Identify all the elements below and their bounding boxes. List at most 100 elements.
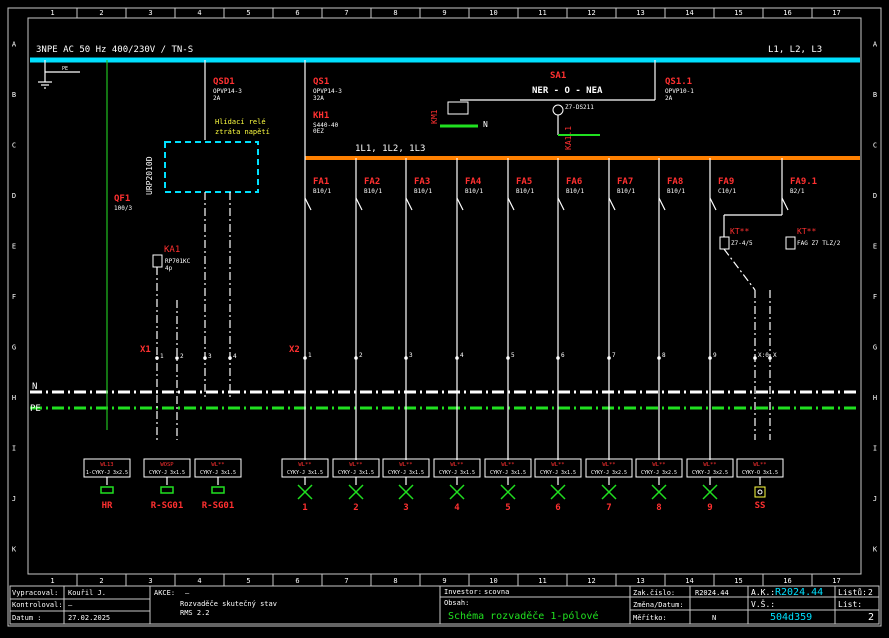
terminal-label: 3 (208, 353, 212, 360)
sa1-mode: NER - O - NEA (532, 86, 603, 96)
terminal-point (354, 356, 358, 360)
cable-tag: WL** (298, 462, 311, 468)
breakers: FA1B10/1FA2B10/1FA3B10/1FA4B10/1FA5B10/1… (304, 158, 817, 460)
cable-tag: WL** (551, 462, 564, 468)
km1-coil-icon (447, 101, 469, 115)
breaker-switch-icon (608, 197, 616, 211)
ruler-col-bottom: 16 (783, 577, 791, 585)
ka11-tag: KA1.1 (564, 126, 573, 150)
title-block (9, 585, 880, 625)
qs11-tag: QS1.1 (665, 77, 692, 87)
phases-label: L1, L2, L3 (768, 45, 822, 55)
cable-tag: WL** (703, 462, 716, 468)
urp-tag: URP2010D (145, 156, 154, 195)
tb-datum-label: Datum : (12, 614, 42, 622)
breaker-tag: FA6 (566, 177, 582, 187)
breaker-tag: FA4 (465, 177, 482, 187)
cable-type: 1-CYKY-J 3x2.5 (86, 470, 128, 476)
terminal-label: 7 (612, 352, 616, 359)
tb-vypracoval-label: Vypracoval: (12, 589, 58, 597)
ruler-col-bottom: 1 (50, 577, 54, 585)
supply-label: 3NPE AC 50 Hz 400/230V / TN-S (36, 45, 193, 55)
breaker-switch-icon (507, 197, 515, 211)
breaker-rating: B10/1 (667, 188, 685, 195)
breaker-switch-icon (456, 197, 464, 211)
load-label: R-SG01 (202, 501, 235, 511)
cable-type: CYKY-J 3x1.5 (439, 470, 475, 476)
ruler-row-right: D (873, 192, 877, 200)
qs1-tag: QS1 (313, 77, 329, 87)
ruler: 1122334455667788991010111112121313141415… (12, 8, 878, 586)
tb-list-value: 2 (868, 612, 874, 623)
breaker-rating: B10/1 (414, 188, 432, 195)
ruler-col-bottom: 9 (442, 577, 446, 585)
pe-bus-label: PE (30, 404, 41, 414)
breaker-tag: FA7 (617, 177, 633, 187)
terminal-label: 3 (409, 352, 413, 359)
x1-tag: X1 (140, 345, 151, 355)
ruler-col-bottom: 8 (393, 577, 397, 585)
lamp-icon (601, 484, 617, 500)
urp-note1: Hlídací relé (215, 118, 266, 126)
kt2-type: FAG Z7 TLZ/2 (797, 240, 841, 247)
ruler-col-top: 4 (197, 9, 201, 17)
qsd1-type: OPVP14-3 (213, 88, 242, 95)
drawing-frame (27, 17, 862, 575)
ruler-row-left: D (12, 192, 16, 200)
terminal-point (506, 356, 510, 360)
cable-type: CYKY-J 3x1.5 (540, 470, 576, 476)
load-label: R-SG01 (151, 501, 184, 511)
cable-type: CYKY-J 3x2.5 (692, 470, 728, 476)
sa1-tag: SA1 (550, 71, 566, 81)
cable-tag: WOSP (160, 462, 174, 468)
qs11-rating: 2A (665, 95, 673, 102)
terminal-label: X:0 (758, 352, 769, 359)
terminal-point (556, 356, 560, 360)
breaker-tag: FA1 (313, 177, 329, 187)
kt2-tag: KT** (797, 227, 816, 236)
qs11-type: OPVP10-1 (665, 88, 694, 95)
breaker-rating: B10/1 (364, 188, 382, 195)
breaker-tag: FA5 (516, 177, 532, 187)
qf1-tag: QF1 (114, 194, 130, 204)
terminal-point (753, 356, 757, 360)
terminal-label: 2 (359, 352, 363, 359)
terminal-point (657, 356, 661, 360)
load-label: SS (755, 501, 766, 511)
lamp-icon (348, 484, 364, 500)
outer-frame (7, 7, 882, 627)
tb-vs-value: 504d359 (770, 612, 812, 623)
ruler-col-bottom: 2 (99, 577, 103, 585)
breaker-rating: B10/1 (465, 188, 483, 195)
kh1-tag: KH1 (313, 111, 329, 121)
km1-tag: KM1 (430, 109, 439, 124)
breaker-tag: FA9 (718, 177, 734, 187)
tb-datum-value: 27.02.2025 (68, 614, 110, 622)
ka1-type: RP701KC (165, 258, 191, 265)
cable-type: CYKY-J 3x1.5 (149, 470, 185, 476)
ruler-col-top: 6 (295, 9, 299, 17)
cable-tag: WL** (399, 462, 412, 468)
ruler-col-top: 13 (636, 9, 644, 17)
cable-tag: WL** (450, 462, 463, 468)
terminal-label: 1 (160, 353, 164, 360)
kt1-type: Z7-4/5 (731, 240, 753, 247)
load-label: 1 (302, 503, 307, 513)
tb-meritko-label: Měřítko: (633, 614, 667, 622)
ruler-row-left: B (12, 91, 16, 99)
ruler-col-bottom: 7 (344, 577, 348, 585)
breaker-switch-icon (355, 197, 363, 211)
cable-type: CYKY-J 3x1.5 (287, 470, 323, 476)
terminal-point (607, 356, 611, 360)
socket-icon (160, 486, 174, 494)
breaker-switch-icon (557, 197, 565, 211)
ruler-col-bottom: 4 (197, 577, 201, 585)
cable-tag: WL** (753, 462, 766, 468)
ruler-row-right: C (873, 141, 877, 149)
cable-type: CYKY-O 3x1.5 (742, 470, 778, 476)
ruler-row-left: H (12, 394, 16, 402)
ka11-lamp-icon (552, 104, 564, 116)
ruler-row-right: E (873, 242, 877, 250)
